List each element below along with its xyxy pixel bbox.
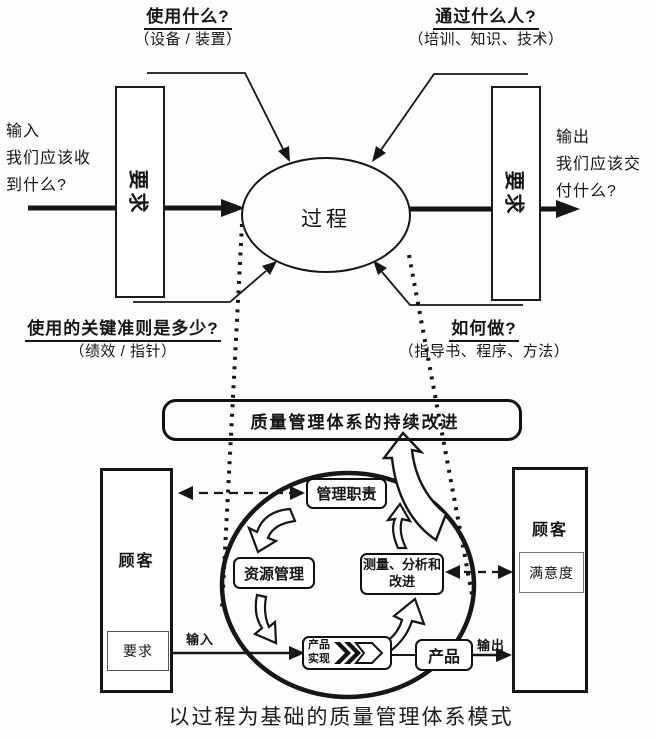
node-label: 产品: [427, 649, 460, 666]
magnifier-dotted-left: [220, 223, 244, 609]
question-bottom-left: 使用的关键准则是多少? （绩效 / 指针）: [13, 318, 233, 362]
input-question-label: 输入 我们应该收 到什么?: [6, 118, 118, 199]
input-question-line: 我们应该收: [6, 150, 92, 167]
right-customer-box: 顾客 满意度: [512, 467, 588, 693]
product-node: 产品: [415, 639, 473, 671]
dashed-left-arrowhead2-icon: [445, 565, 460, 579]
process-ellipse: [241, 157, 411, 273]
satisfaction-inner-box: 满意度: [519, 552, 584, 593]
question-subtitle: （培训、知识、技术）: [408, 31, 564, 49]
dashed-right-arrowhead2-icon: [498, 565, 513, 579]
cycle-arrow-measurement-to-management-icon: [385, 502, 413, 550]
continual-improvement-banner: 质量管理体系的持续改进: [162, 399, 522, 441]
diagram-caption: 以过程为基础的质量管理体系模式: [168, 705, 514, 729]
lower-output-label: 输出: [477, 638, 506, 653]
leader-bottom-left-arrowhead-icon: [262, 261, 277, 275]
measurement-analysis-node: 测量、分析和 改进: [360, 553, 444, 595]
magnifier-dotted-right: [407, 254, 475, 601]
output-arrowhead-icon: [556, 200, 580, 218]
left-requirement-box: 要求: [115, 86, 165, 298]
input-arrowhead-icon: [221, 199, 245, 217]
node-label: 产品 实现: [308, 639, 330, 667]
question-subtitle: （绩效 / 指针）: [69, 343, 177, 361]
output-question-line: 付什么?: [556, 183, 617, 200]
node-label-line: 实现: [308, 653, 330, 665]
banner-label: 质量管理体系的持续改进: [250, 412, 460, 432]
qms-cycle-circle: [219, 470, 477, 700]
right-requirement-box: 要求: [491, 86, 541, 301]
requirement-vertical-label: 要求: [126, 169, 149, 215]
management-responsibility-node: 管理职责: [306, 478, 387, 509]
requirements-inner-box: 要求: [107, 631, 169, 671]
node-label: 资源管理: [243, 565, 304, 583]
question-title: 使用什么?: [144, 6, 232, 31]
input-word: 输入: [6, 123, 41, 140]
product-realization-node: 产品 实现: [302, 636, 392, 670]
satisfaction-label: 满意度: [529, 564, 574, 581]
question-subtitle: （指导书、程序、方法）: [398, 343, 570, 361]
customer-label: 顾客: [118, 553, 155, 570]
question-title: 通过什么人?: [433, 6, 539, 31]
left-customer-box: 顾客 要求: [100, 468, 173, 693]
leader-top-right: [380, 73, 528, 151]
input-question-line: 到什么?: [6, 177, 67, 194]
cycle-arrow-management-to-resource-icon: [246, 507, 297, 554]
customer-label: 顾客: [531, 522, 568, 539]
question-top-left: 使用什么? （设备 / 装置）: [88, 6, 288, 50]
leader-top-right-arrowhead-icon: [372, 146, 386, 162]
lower-input-label: 输入: [186, 632, 215, 647]
node-label-line: 产品: [308, 639, 330, 652]
output-word: 输出: [556, 129, 591, 146]
question-top-right: 通过什么人? （培训、知识、技术）: [386, 6, 586, 50]
dashed-left-arrowhead-icon: [178, 486, 193, 500]
lower-output-arrowhead-icon: [496, 648, 512, 662]
question-subtitle: （设备 / 装置）: [134, 31, 242, 49]
leader-top-left-arrowhead-icon: [278, 146, 290, 162]
improvement-curved-arrow-icon: [381, 431, 448, 542]
question-title: 使用的关键准则是多少?: [25, 318, 221, 343]
node-label: 管理职责: [316, 486, 377, 503]
leader-top-left: [147, 72, 284, 150]
chevron-flow-icon: [334, 642, 384, 664]
cycle-arrow-resource-to-realization-icon: [252, 593, 278, 645]
question-title: 如何做?: [449, 318, 519, 343]
lower-input-arrowhead-icon: [289, 646, 305, 660]
requirements-label: 要求: [123, 643, 153, 659]
node-label-line: 改进: [388, 574, 415, 589]
leader-bottom-right: [381, 271, 523, 306]
leader-bottom-right-arrowhead-icon: [373, 260, 387, 275]
output-question-label: 输出 我们应该交 付什么?: [556, 124, 654, 205]
node-label-line: 测量、分析和: [362, 557, 441, 573]
process-label: 过程: [301, 208, 351, 231]
output-question-line: 我们应该交: [556, 156, 642, 173]
requirement-vertical-label: 要求: [502, 170, 525, 217]
dashed-right-arrowhead-icon: [290, 486, 305, 500]
question-bottom-right: 如何做? （指导书、程序、方法）: [374, 318, 594, 362]
leader-bottom-left: [133, 270, 267, 303]
resource-management-node: 资源管理: [233, 557, 315, 589]
